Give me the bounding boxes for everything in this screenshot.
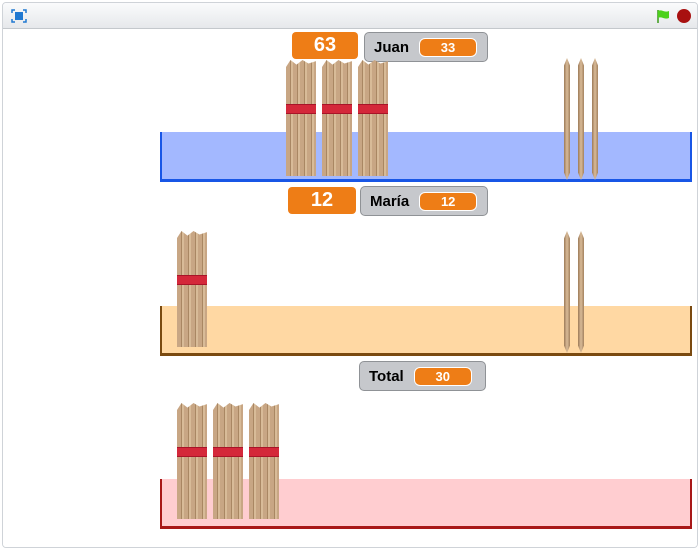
total-bar: [160, 479, 692, 529]
fullscreen-icon[interactable]: [11, 9, 27, 23]
maria-ten-sticks-bundle[interactable]: [177, 231, 207, 347]
green-flag-icon[interactable]: [655, 8, 671, 24]
total-value: 30: [413, 366, 472, 386]
juan-label: Juan: [374, 38, 410, 56]
total-ten-sticks-bundle[interactable]: [177, 403, 207, 519]
maria-value: 12: [419, 191, 478, 211]
rubber-band: [322, 104, 352, 114]
maria-single-stick[interactable]: [564, 231, 570, 353]
juan-single-stick[interactable]: [592, 58, 598, 180]
maria-single-stick[interactable]: [578, 231, 584, 353]
rubber-band: [286, 104, 316, 114]
juan-single-stick[interactable]: [564, 58, 570, 180]
juan-ten-sticks-bundle[interactable]: [322, 60, 352, 176]
stage-canvas: 63 Juan 33 12 María 12 Total 30: [3, 30, 697, 547]
rubber-band: [249, 447, 279, 457]
juan-ten-sticks-bundle[interactable]: [358, 60, 388, 176]
rubber-band: [177, 447, 207, 457]
total-ten-sticks-bundle[interactable]: [213, 403, 243, 519]
maria-monitor: María 12: [360, 186, 488, 216]
maria-big-value: 12: [288, 187, 356, 214]
total-label: Total: [369, 367, 404, 385]
juan-big-value: 63: [292, 32, 358, 59]
juan-monitor: Juan 33: [364, 32, 488, 62]
juan-value: 33: [419, 37, 478, 57]
juan-ten-sticks-bundle[interactable]: [286, 60, 316, 176]
rubber-band: [177, 275, 207, 285]
maria-bar: [160, 306, 692, 356]
juan-single-stick[interactable]: [578, 58, 584, 180]
maria-label: María: [370, 192, 410, 210]
total-monitor: Total 30: [359, 361, 486, 391]
rubber-band: [358, 104, 388, 114]
stop-icon[interactable]: [677, 9, 691, 23]
juan-bar: [160, 132, 692, 182]
rubber-band: [213, 447, 243, 457]
total-ten-sticks-bundle[interactable]: [249, 403, 279, 519]
stage-toolbar: [3, 3, 697, 29]
